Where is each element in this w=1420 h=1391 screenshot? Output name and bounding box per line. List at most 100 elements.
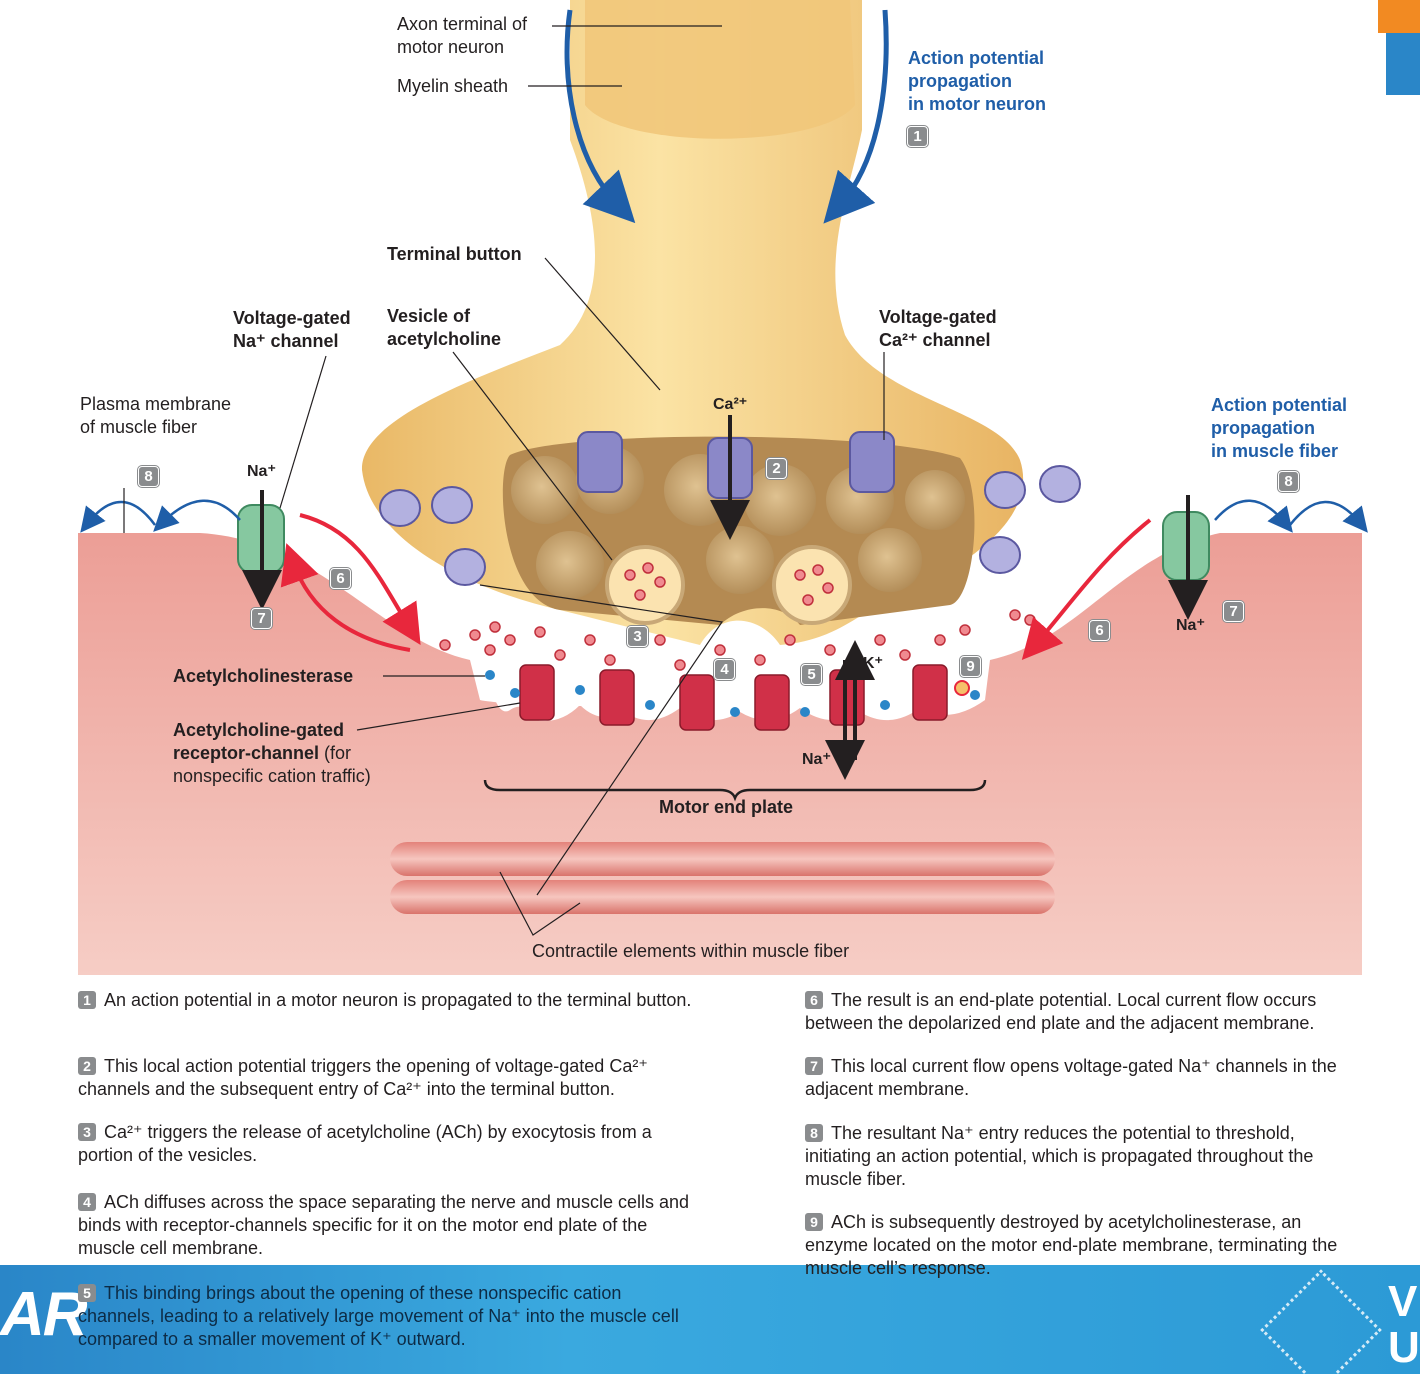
- ache-dot: [485, 670, 495, 680]
- step-4-number: 4: [78, 1193, 96, 1211]
- ach: [1024, 614, 1036, 626]
- ach: [634, 589, 646, 601]
- ach: [584, 634, 596, 646]
- footer-diamond-logo: [1260, 1269, 1382, 1391]
- step-3-body: Ca²⁺ triggers the release of acetylcholi…: [78, 1122, 652, 1165]
- step-7-body: This local current flow opens voltage-ga…: [805, 1056, 1337, 1099]
- receptor-channel: [754, 674, 790, 731]
- leader: [356, 702, 521, 731]
- vesicle-fusing: [605, 545, 685, 625]
- step-4-body: ACh diffuses across the space separating…: [78, 1192, 689, 1258]
- ach: [642, 562, 654, 574]
- leader: [479, 584, 724, 896]
- label-vg-na-channel: Voltage-gated Na⁺ channel: [233, 308, 351, 351]
- badge-step-6-left: 6: [330, 568, 351, 589]
- channel-ring: [984, 471, 1026, 509]
- step-9-body: ACh is subsequently destroyed by acetylc…: [805, 1212, 1338, 1278]
- label-plasma-membrane: Plasma membrane of muscle fiber: [80, 394, 232, 437]
- ach: [534, 626, 546, 638]
- ach: [812, 564, 824, 576]
- footer-right-text: V U: [1388, 1277, 1420, 1372]
- ach: [489, 621, 501, 633]
- badge-step-5: 5: [801, 664, 822, 685]
- vesicle: [511, 456, 579, 524]
- vesicle: [536, 531, 604, 599]
- ach: [469, 629, 481, 641]
- ach: [754, 654, 766, 666]
- leader-lines: [123, 25, 885, 936]
- step-8-number: 8: [805, 1124, 823, 1142]
- badge-step-1: 1: [907, 126, 928, 147]
- ach: [934, 634, 946, 646]
- ca-channel: [849, 431, 895, 493]
- label-ap-neuron: Action potential propagation in motor ne…: [908, 48, 1046, 114]
- step-5-number: 5: [78, 1284, 96, 1302]
- ach: [554, 649, 566, 661]
- myelin-sheath: [585, 0, 855, 139]
- ache-dot: [970, 690, 980, 700]
- ap-muscle-arrow: [153, 499, 241, 532]
- vesicle: [858, 528, 922, 592]
- channel-rings: [379, 465, 1081, 586]
- label-k-ion: K⁺: [863, 655, 883, 672]
- corner-blue-tab: [1386, 33, 1420, 95]
- label-receptor-channel: Acetylcholine-gated receptor-channel (fo…: [173, 719, 371, 788]
- badge-step-2: 2: [766, 458, 787, 479]
- step-7-number: 7: [805, 1057, 823, 1075]
- badge-step-9: 9: [960, 656, 981, 677]
- ach: [439, 639, 451, 651]
- badge-step-3: 3: [627, 626, 648, 647]
- ach: [1009, 609, 1021, 621]
- badge-step-4: 4: [714, 659, 735, 680]
- ca-channel: [577, 431, 623, 493]
- neuromuscular-junction-diagram: [78, 0, 1368, 975]
- vesicle-fusing: [772, 545, 852, 625]
- vesicle: [744, 464, 816, 536]
- ache-dot: [800, 707, 810, 717]
- ache-dot: [880, 700, 890, 710]
- label-na-endplate: Na⁺: [802, 751, 831, 768]
- badge-step-6-right: 6: [1089, 620, 1110, 641]
- label-contractile-elements: Contractile elements within muscle fiber: [532, 941, 850, 961]
- step-6-body: The result is an end-plate potential. Lo…: [805, 990, 1317, 1033]
- leader: [452, 351, 613, 561]
- receptor-channel: [912, 664, 948, 721]
- ach: [822, 582, 834, 594]
- badge-step-7-right: 7: [1223, 601, 1244, 622]
- label-motor-end-plate: Motor end plate: [659, 797, 793, 817]
- step-6-number: 6: [805, 991, 823, 1009]
- receptor-channel: [679, 674, 715, 731]
- label-na-left: Na⁺: [247, 463, 276, 480]
- ach: [824, 644, 836, 656]
- label-na-right: Na⁺: [1176, 617, 1205, 634]
- ap-neuron-arrow-right: [823, 9, 889, 224]
- label-acetylcholinesterase: Acetylcholinesterase: [173, 666, 354, 686]
- step-9-number: 9: [805, 1213, 823, 1231]
- ache-dot: [575, 685, 585, 695]
- ach: [484, 644, 496, 656]
- ache-dot: [510, 688, 520, 698]
- local-current-arrow: [299, 513, 421, 645]
- label-terminal-button: Terminal button: [387, 244, 522, 264]
- motor-end-plate-brace: [483, 779, 987, 802]
- label-receptor-rest: (for nonspecific cation traffic): [173, 743, 371, 786]
- channel-ring: [979, 536, 1021, 574]
- label-vesicle: Vesicle of acetylcholine: [387, 306, 502, 349]
- badge-step-8-left: 8: [138, 466, 159, 487]
- channel-ring: [431, 486, 473, 524]
- ach-being-destroyed: [954, 680, 970, 696]
- myofibril: [390, 842, 1055, 876]
- step-2-body: This local action potential triggers the…: [78, 1056, 648, 1099]
- channel-ring: [379, 489, 421, 527]
- corner-orange-tab: [1378, 0, 1420, 33]
- ach: [654, 576, 666, 588]
- step-8-body: The resultant Na⁺ entry reduces the pote…: [805, 1123, 1314, 1189]
- step-5-body: This binding brings about the opening of…: [78, 1283, 679, 1349]
- ach: [874, 634, 886, 646]
- ache-dot: [645, 700, 655, 710]
- label-ca-ion: Ca²⁺: [713, 396, 748, 413]
